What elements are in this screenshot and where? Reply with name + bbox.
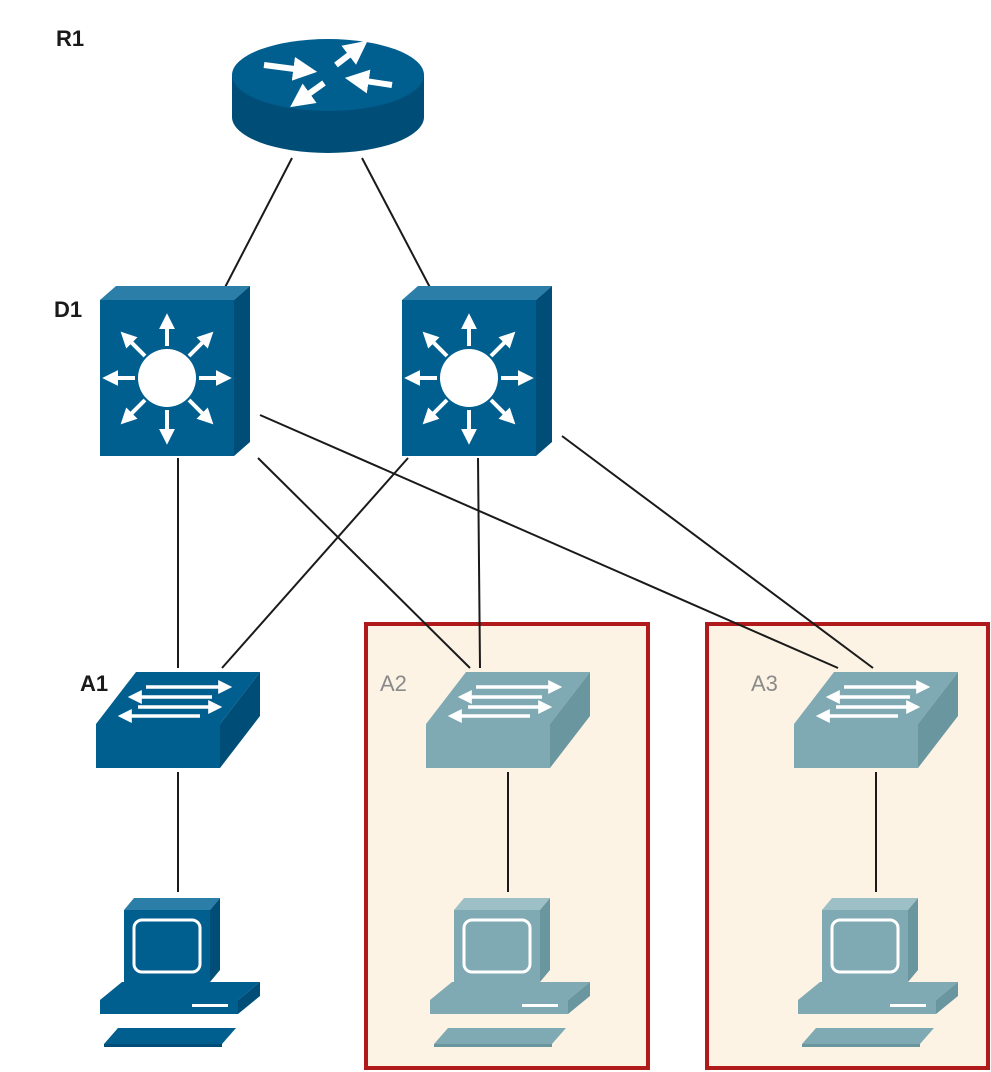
link-d2-a1 xyxy=(221,457,409,669)
label-a3: A3 xyxy=(751,671,778,696)
link-r1-d1 xyxy=(219,157,293,298)
workstation-icon xyxy=(98,896,262,1049)
link-r1-d2 xyxy=(361,157,436,298)
multilayer-switch-icon xyxy=(100,286,250,456)
label-r1: R1 xyxy=(56,26,85,51)
link-d2-a2 xyxy=(477,457,481,669)
switch-icon xyxy=(96,672,260,768)
link-d1-a3 xyxy=(259,414,839,669)
link-d1-a2 xyxy=(257,457,471,669)
label-a1: A1 xyxy=(80,671,109,696)
label-d1: D1 xyxy=(54,297,83,322)
label-a2: A2 xyxy=(380,671,407,696)
multilayer-switch-icon xyxy=(402,286,552,456)
link-d2-a3 xyxy=(561,435,874,669)
router-icon xyxy=(232,39,424,153)
